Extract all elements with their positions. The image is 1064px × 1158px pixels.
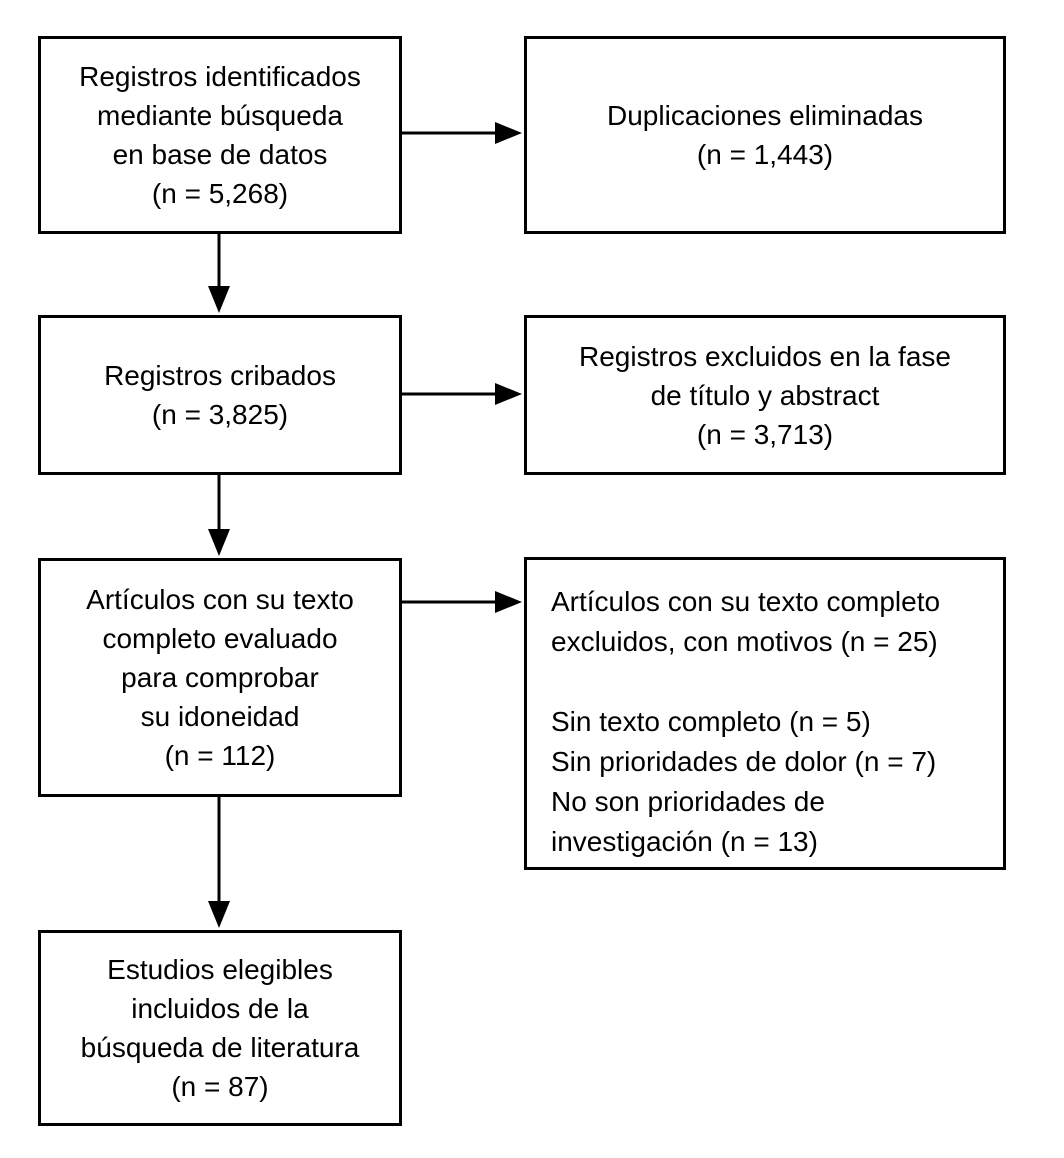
box-excluded-title-abstract: Registros excluidos en la fase de título…	[524, 315, 1006, 475]
box-fulltext-assessed: Artículos con su texto completo evaluado…	[38, 558, 402, 797]
box-text-line: Registros identificados	[79, 61, 361, 92]
box-reason-line: Sin texto completo (n = 5)	[551, 706, 871, 737]
arrow-fulltext-to-excluded	[402, 591, 522, 613]
box-text-line: su idoneidad	[140, 701, 300, 732]
box-reason-line: investigación (n = 13)	[551, 826, 818, 857]
box-text-line: excluidos, con motivos (n = 25)	[551, 626, 938, 657]
box-count-line: (n = 3,713)	[696, 418, 834, 450]
box-text-line: de título y abstract	[650, 379, 880, 411]
box-text-line: Artículos con su texto	[86, 584, 354, 615]
arrow-screened-to-excluded	[402, 383, 522, 405]
arrow-identified-to-screened	[208, 234, 230, 313]
box-text-line: completo evaluado	[102, 623, 338, 654]
box-studies-included: Estudios elegibles incluidos de la búsqu…	[38, 930, 402, 1126]
arrow-screened-to-fulltext	[208, 475, 230, 556]
box-records-identified: Registros identificados mediante búsqued…	[38, 36, 402, 234]
box-text-line: búsqueda de literatura	[80, 1032, 360, 1063]
box-text-line: mediante búsqueda	[97, 100, 343, 131]
box-text-line: en base de datos	[112, 139, 328, 170]
box-text-line: para comprobar	[121, 662, 319, 693]
box-text-line: incluidos de la	[131, 993, 309, 1024]
box-fulltext-excluded: Artículos con su texto completo excluido…	[524, 557, 1006, 870]
box-count-line: (n = 1,443)	[696, 139, 834, 170]
box-records-screened: Registros cribados (n = 3,825)	[38, 315, 402, 475]
box-count-line: (n = 3,825)	[151, 399, 289, 430]
box-count-line: (n = 5,268)	[151, 178, 289, 209]
arrow-fulltext-to-included	[208, 797, 230, 928]
box-text-line: Artículos con su texto completo	[551, 586, 941, 617]
box-text-line: Estudios elegibles	[107, 954, 333, 985]
box-reason-line: No son prioridades de	[551, 786, 825, 817]
box-text-line: Registros cribados	[104, 360, 336, 391]
box-text-line: Registros excluidos en la fase	[579, 340, 951, 372]
box-text-line: Duplicaciones eliminadas	[607, 100, 923, 131]
box-duplicates-removed: Duplicaciones eliminadas (n = 1,443)	[524, 36, 1006, 234]
arrow-identified-to-duplicates	[402, 122, 522, 144]
box-count-line: (n = 87)	[171, 1071, 269, 1102]
box-reason-line: Sin prioridades de dolor (n = 7)	[551, 746, 937, 777]
box-count-line: (n = 112)	[164, 740, 276, 771]
